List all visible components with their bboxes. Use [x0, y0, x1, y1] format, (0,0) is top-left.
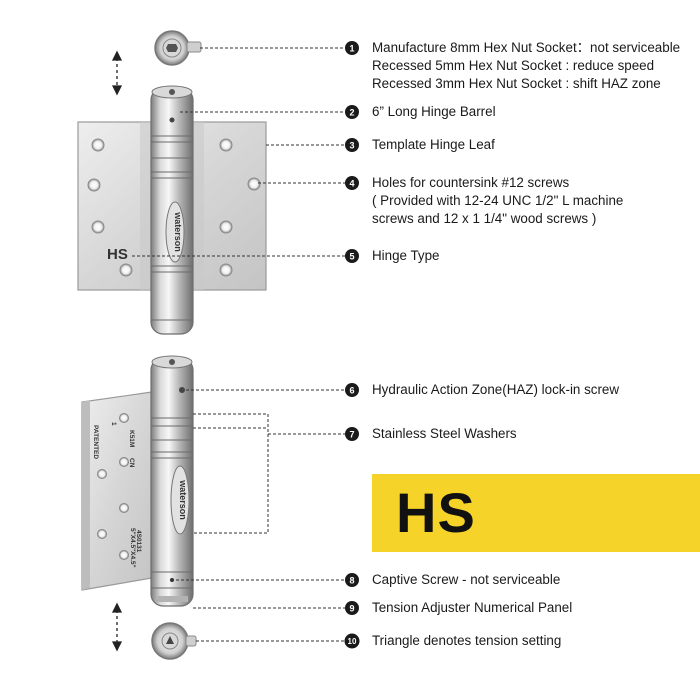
- hinge-type-marking: HS: [107, 246, 128, 263]
- callout-marker-8: 8: [345, 573, 359, 587]
- svg-text:2: 2: [349, 108, 354, 118]
- stamp-1: 1: [110, 422, 117, 426]
- stamp-patented: PATENTED: [92, 425, 99, 459]
- callout-markers: 1 2 3 4 5 6 7 8 9 10: [344, 41, 360, 649]
- callout-label-7: Stainless Steel Washers: [372, 426, 517, 441]
- svg-text:10: 10: [348, 637, 357, 646]
- callout-label-8: Captive Screw - not serviceable: [372, 572, 561, 587]
- vertical-arrow-top: [111, 50, 123, 96]
- callout-marker-3: 3: [345, 138, 359, 152]
- countersink-holes: [87, 138, 261, 277]
- callout-marker-4: 4: [345, 176, 359, 190]
- svg-text:3: 3: [349, 141, 354, 151]
- tension-dial-view: [151, 622, 197, 660]
- svg-text:5: 5: [349, 252, 354, 262]
- callout-label-3: Template Hinge Leaf: [372, 137, 495, 152]
- callout-marker-1: 1: [345, 41, 359, 55]
- svg-text:4: 4: [349, 179, 354, 189]
- hinge-type-banner: HS: [372, 474, 700, 552]
- vertical-arrow-bottom: [111, 602, 123, 652]
- svg-text:1: 1: [349, 44, 354, 54]
- stamp-cn: CN: [128, 458, 135, 468]
- callout-label-5: Hinge Type: [372, 248, 440, 263]
- svg-text:7: 7: [349, 430, 354, 440]
- brand-logo-upper: waterson: [173, 211, 183, 252]
- callout-label-4: Holes for countersink #12 screws ( Provi…: [372, 175, 624, 226]
- banner-text: HS: [396, 481, 476, 544]
- svg-text:9: 9: [349, 604, 354, 614]
- callout-label-2: 6” Long Hinge Barrel: [372, 104, 496, 119]
- svg-text:8: 8: [349, 576, 354, 586]
- callout-marker-2: 2: [345, 105, 359, 119]
- callout-marker-9: 9: [345, 601, 359, 615]
- stamp-k51m: K51M: [128, 430, 135, 447]
- svg-text:6: 6: [349, 386, 354, 396]
- callout-label-10: Triangle denotes tension setting: [372, 633, 562, 648]
- callout-label-6: Hydraulic Action Zone(HAZ) lock-in screw: [372, 382, 620, 397]
- callout-marker-5: 5: [345, 249, 359, 263]
- lower-hinge: PATENTED 1 K51M CN 4S0131 5"X4.5"X4.5" w…: [81, 355, 194, 607]
- callout-marker-7: 7: [345, 427, 359, 441]
- callout-marker-10: 10: [344, 633, 360, 649]
- brand-logo-lower: waterson: [178, 479, 188, 520]
- top-socket-view: [154, 30, 202, 66]
- upper-hinge: waterson: [77, 85, 267, 335]
- callout-label-9: Tension Adjuster Numerical Panel: [372, 600, 573, 615]
- callout-label-1: Manufacture 8mm Hex Nut Socket：not servi…: [372, 40, 681, 91]
- callout-marker-6: 6: [345, 383, 359, 397]
- leader-lines: [132, 47, 345, 642]
- stamp-size: 5"X4.5"X4.5": [129, 528, 136, 568]
- stamp-4s0131: 4S0131: [135, 530, 142, 553]
